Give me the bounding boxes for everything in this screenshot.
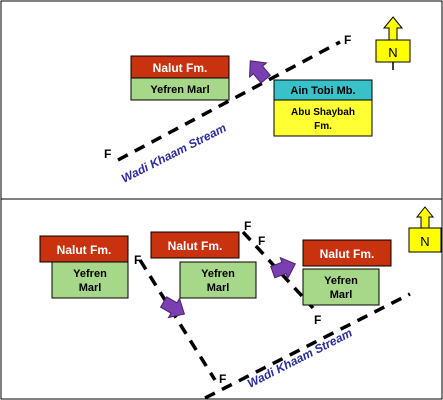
bottom-block-1-nalut-label: Nalut Fm. — [57, 243, 112, 257]
bottom-fault-label-5: F — [314, 313, 321, 327]
bottom-block-2-yefren-box — [179, 261, 257, 299]
top-movement-arrow-icon — [249, 60, 272, 84]
bottom-fault-line-1 — [138, 259, 217, 381]
bottom-block-3-yefren-box — [302, 268, 380, 306]
bottom-fault-label-4: F — [258, 234, 265, 248]
top-fault-label-lower: F — [104, 147, 111, 161]
bottom-north-arrow-icon — [408, 206, 442, 253]
top-north-label: N — [388, 45, 397, 60]
bottom-north-label: N — [420, 234, 429, 249]
bottom-block-3-nalut-box — [302, 239, 392, 267]
bottom-block-2-yefren-label-1: Yefren — [201, 268, 235, 280]
bottom-stream-fault-line — [204, 292, 411, 400]
top-abu-shaybah-box — [273, 99, 373, 137]
top-nalut-label: Nalut Fm. — [153, 61, 208, 75]
top-north-arrow-icon — [375, 16, 411, 70]
bottom-block-3-nalut-label: Nalut Fm. — [320, 247, 375, 261]
bottom-block-1-yefren-label-2: Marl — [79, 282, 102, 294]
top-abu-shaybah-label-1: Abu Shaybah — [291, 107, 355, 118]
top-yefren-label: Yefren Marl — [150, 84, 209, 96]
top-abu-shaybah-label-2: Fm. — [314, 121, 332, 132]
top-ain-tobi-label: Ain Tobi Mb. — [290, 85, 355, 97]
bottom-block-1-nalut-box — [39, 235, 129, 263]
top-yefren-box — [130, 77, 230, 101]
top-fault-line — [117, 40, 341, 162]
bottom-fault-label-1: F — [134, 253, 141, 267]
bottom-fault-label-2: F — [219, 372, 226, 386]
bottom-block-3-yefren-label-2: Marl — [330, 289, 353, 301]
bottom-fault-line-2 — [241, 230, 315, 310]
bottom-block-2-nalut-label: Nalut Fm. — [168, 239, 223, 253]
bottom-movement-arrow-2-icon — [270, 256, 296, 280]
bottom-fault-label-3: F — [244, 219, 251, 233]
bottom-block-1-yefren-box — [51, 261, 129, 299]
bottom-block-1-yefren-label-1: Yefren — [73, 268, 107, 280]
bottom-movement-arrow-1-icon — [159, 296, 186, 319]
top-fault-label-upper: F — [344, 33, 351, 47]
bottom-block-3-yefren-label-1: Yefren — [324, 275, 358, 287]
bottom-block-2-yefren-label-2: Marl — [207, 282, 230, 294]
bottom-block-2-nalut-box — [150, 231, 240, 259]
